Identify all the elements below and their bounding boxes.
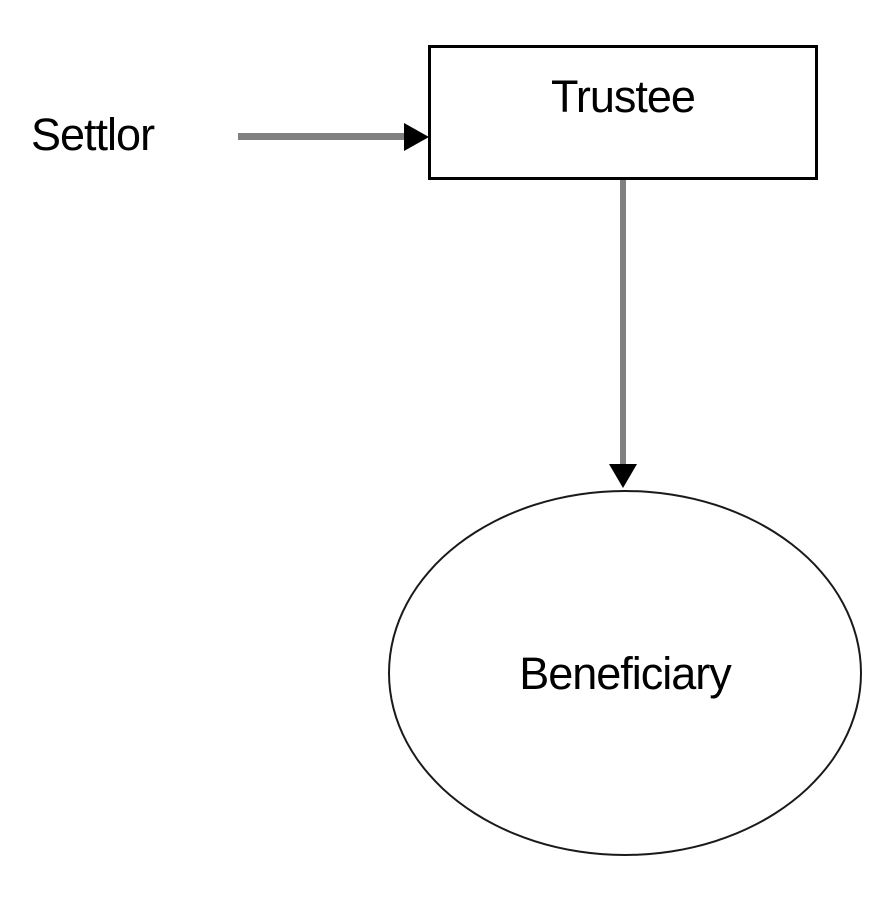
trustee-label: Trustee [551,71,696,122]
trustee-node: Trustee [428,45,818,180]
settlor-label: Settlor [31,109,155,160]
beneficiary-label: Beneficiary [519,647,732,699]
arrow-settlor-to-trustee-line [238,133,405,140]
arrow-trustee-to-beneficiary-line [620,180,626,467]
beneficiary-node: Beneficiary [388,490,862,856]
arrowhead-down-icon [609,464,637,488]
arrowhead-right-icon [404,123,429,151]
